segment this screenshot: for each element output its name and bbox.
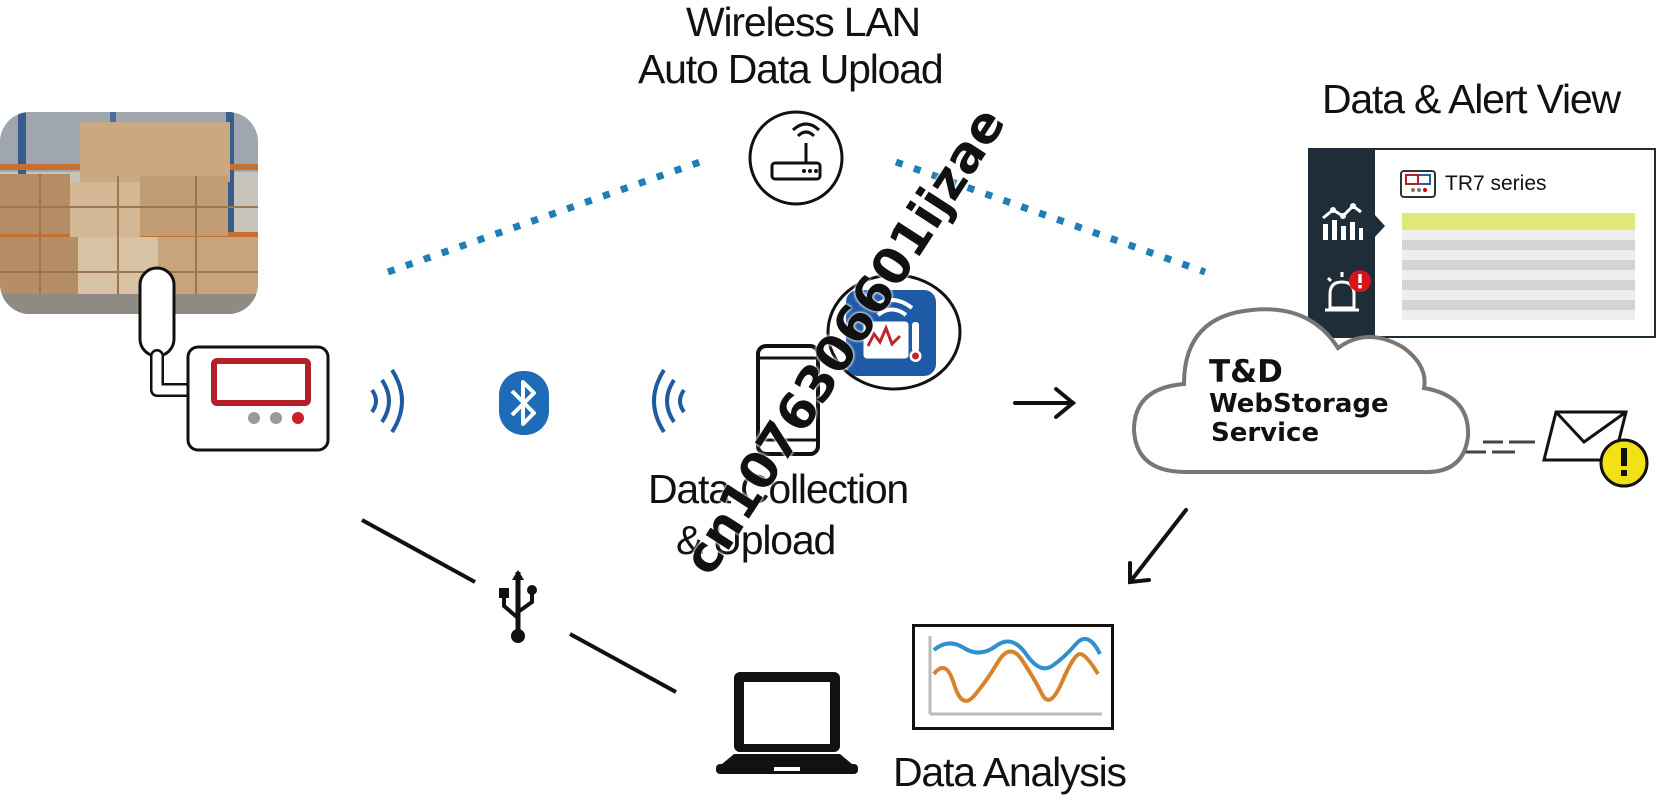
collection-subtitle: & Upload <box>676 517 836 563</box>
app-icon <box>826 273 962 391</box>
tr7-device-icon <box>1400 170 1436 198</box>
bluetooth-icon <box>499 371 549 435</box>
panel-sidebar <box>1310 150 1375 336</box>
wifi-router-icon <box>748 110 844 206</box>
table-row <box>1402 280 1635 290</box>
alarm-icon[interactable] <box>1322 268 1372 316</box>
collection-title: Data Collection <box>648 466 909 512</box>
smartphone-icon <box>756 344 820 456</box>
graph-icon <box>912 624 1114 730</box>
panel-row-highlight <box>1402 213 1635 230</box>
table-row <box>1402 300 1635 310</box>
arrow-down-left <box>1128 508 1188 585</box>
usb-link-left <box>361 518 476 584</box>
cloud-title: T&D <box>1209 354 1283 390</box>
cloud-line-3: Service <box>1211 418 1320 448</box>
warehouse-photo <box>0 112 258 314</box>
table-row <box>1402 260 1635 270</box>
alert-view-panel: TR7 series <box>1308 148 1656 338</box>
sidebar-pointer <box>1374 214 1385 238</box>
panel-table <box>1402 213 1635 320</box>
chart-icon[interactable] <box>1319 202 1365 242</box>
alert-view-title: Data & Alert View <box>1322 76 1621 122</box>
cloud-line-2: WebStorage <box>1209 389 1389 419</box>
usb-icon <box>499 570 537 643</box>
mail-alert-icon <box>1542 410 1649 488</box>
arrow-right <box>1013 387 1077 419</box>
wireless-title: Wireless LAN <box>686 0 921 45</box>
wireless-link-left <box>386 158 702 276</box>
cloud-icon <box>1131 307 1471 475</box>
wireless-subtitle: Auto Data Upload <box>638 46 944 92</box>
table-row <box>1402 240 1635 250</box>
analysis-label: Data Analysis <box>893 749 1127 795</box>
radio-waves-right-icon <box>652 368 686 434</box>
panel-series-label: TR7 series <box>1445 172 1547 195</box>
mail-dash-line <box>1465 440 1535 454</box>
usb-link-right <box>569 632 677 694</box>
data-logger-icon <box>138 266 330 452</box>
laptop-icon <box>716 672 858 774</box>
radio-waves-left-icon <box>370 368 404 434</box>
